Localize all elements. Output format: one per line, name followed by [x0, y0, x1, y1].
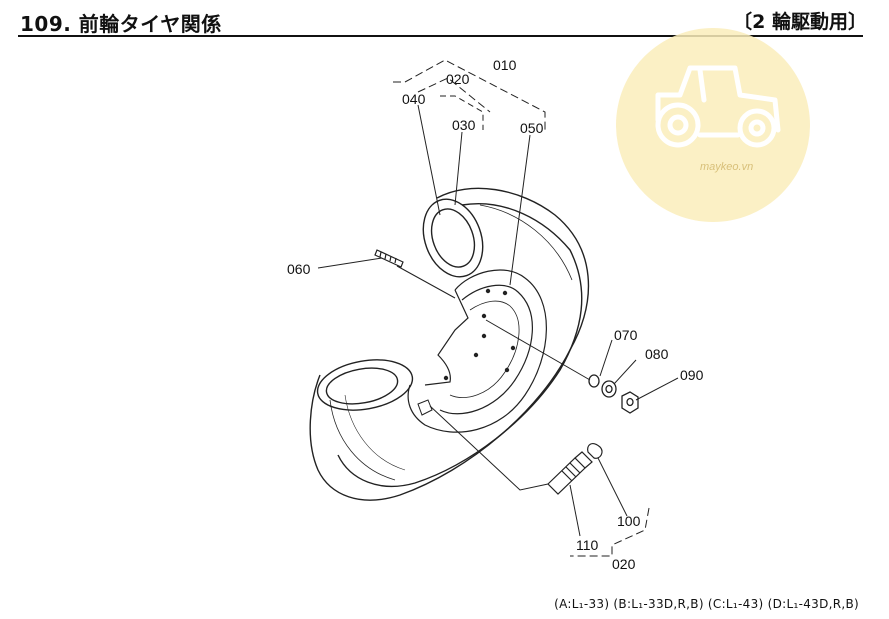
- label-050: 050: [520, 120, 544, 136]
- page-header: 109. 前輪タイヤ関係 〔2 輪駆動用〕: [0, 0, 889, 40]
- label-080: 080: [645, 346, 669, 362]
- tire: [309, 187, 590, 501]
- part-labels: 010 020 040 030 050 060 070 080 090 100 …: [287, 57, 704, 572]
- page-subtitle: 〔2 輪駆動用〕: [733, 11, 867, 33]
- header-rule: [18, 35, 863, 37]
- valve: [417, 399, 603, 495]
- hardware: [588, 374, 639, 414]
- label-020-bottom: 020: [612, 556, 636, 572]
- label-090: 090: [680, 367, 704, 383]
- page-title: 109. 前輪タイヤ関係: [20, 12, 222, 36]
- watermark-text: maykeo.vn: [700, 161, 753, 173]
- wheel-disc: [407, 269, 547, 433]
- stud-bolt: [374, 249, 404, 268]
- label-010: 010: [493, 57, 517, 73]
- hex-nut: [621, 391, 639, 414]
- watermark-circle: [616, 28, 810, 222]
- label-060: 060: [287, 261, 311, 277]
- label-070: 070: [614, 327, 638, 343]
- washer: [588, 374, 600, 388]
- leader-lines: [317, 59, 679, 557]
- label-110: 110: [576, 537, 599, 553]
- label-040: 040: [402, 91, 426, 107]
- valve-cap: [587, 443, 603, 459]
- watermark: maykeo.vn: [616, 28, 810, 222]
- model-applicability: (A:L₁-33) (B:L₁-33D,R,B) (C:L₁-43) (D:L₁…: [554, 597, 859, 611]
- lock-washer: [601, 380, 617, 398]
- tractor-icon: [655, 65, 781, 148]
- label-030: 030: [452, 117, 476, 133]
- label-100: 100: [617, 513, 641, 529]
- label-020-top: 020: [446, 71, 470, 87]
